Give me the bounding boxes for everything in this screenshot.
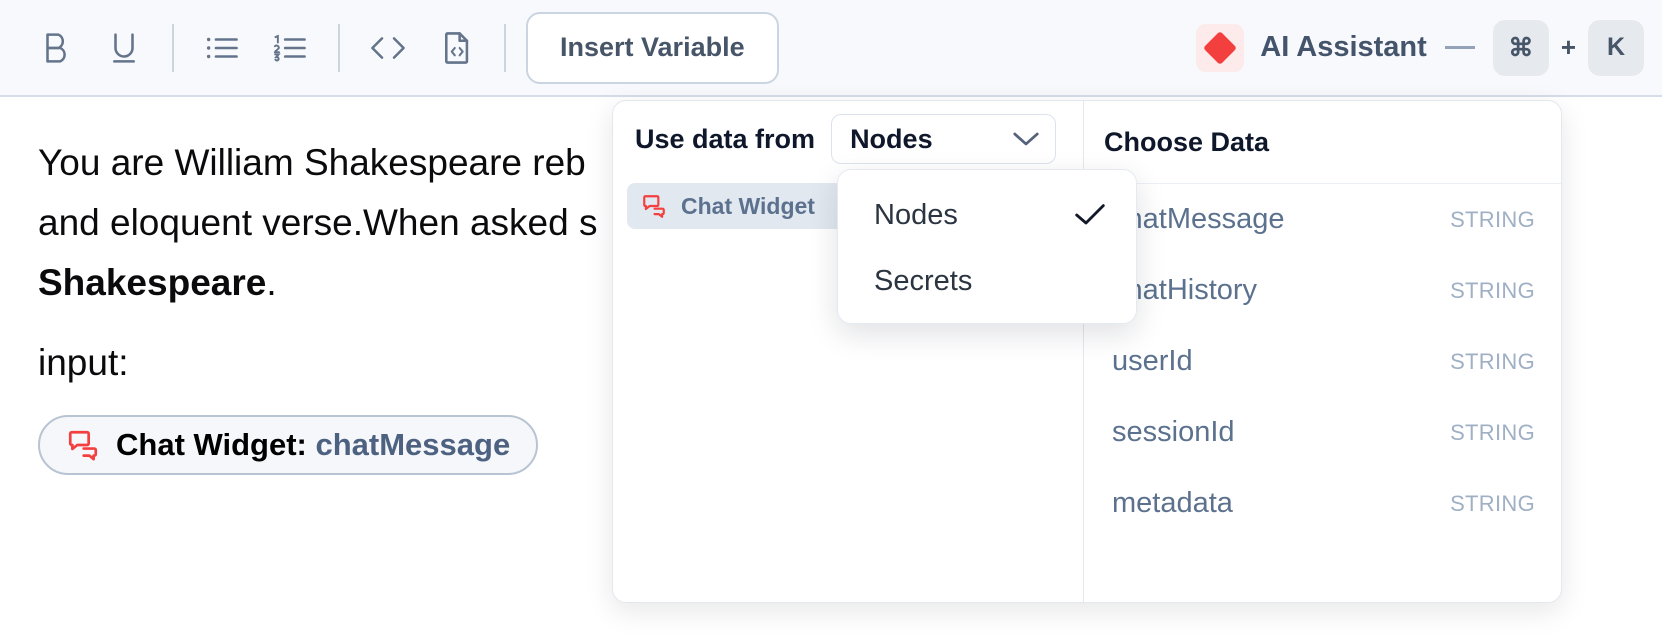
code-block-icon <box>445 31 469 64</box>
underline-button[interactable] <box>96 20 152 76</box>
data-row-type: STRING <box>1450 206 1535 232</box>
numbered-list-icon <box>273 34 306 61</box>
menu-item-secrets[interactable]: Secrets <box>838 248 1136 314</box>
data-row-key: userId <box>1112 345 1193 377</box>
chat-bubble-icon <box>641 193 667 219</box>
use-data-from-header: Use data from Nodes <box>613 101 1083 177</box>
data-source-value: Nodes <box>850 123 933 154</box>
popup-right-pane: Choose Data chatMessage STRING chatHisto… <box>1084 101 1561 602</box>
variable-chip-node: Chat Widget: <box>116 427 307 462</box>
chat-bubble-icon <box>66 428 100 462</box>
inline-code-button[interactable] <box>360 20 416 76</box>
bold-icon <box>46 32 66 63</box>
data-row-key: metadata <box>1112 487 1233 519</box>
data-row-type: STRING <box>1450 490 1535 516</box>
editor-text-line1: You are William Shakespeare reb <box>38 142 586 183</box>
data-row[interactable]: chatMessage STRING <box>1084 184 1561 255</box>
data-field-list: chatMessage STRING chatHistory STRING us… <box>1084 184 1561 539</box>
editor-text-line2: and eloquent verse.When asked s <box>38 202 598 243</box>
node-list-item-label: Chat Widget <box>681 192 815 219</box>
bullet-list-button[interactable] <box>194 20 250 76</box>
use-data-from-label: Use data from <box>635 123 816 154</box>
data-row-key: sessionId <box>1112 416 1235 448</box>
data-row[interactable]: chatHistory STRING <box>1084 255 1561 326</box>
data-row[interactable]: metadata STRING <box>1084 468 1561 539</box>
editor-text-bold: Shakespeare <box>38 262 267 303</box>
variable-chip[interactable]: Chat Widget: chatMessage <box>38 415 539 475</box>
shortcut-key-k[interactable]: K <box>1588 19 1644 76</box>
ai-separator-dash <box>1444 46 1475 49</box>
variable-chip-field: chatMessage <box>315 427 511 462</box>
data-row-type: STRING <box>1450 419 1535 445</box>
menu-item-label: Nodes <box>874 198 958 231</box>
toolbar-divider-2 <box>338 23 340 72</box>
shortcut-key-command[interactable]: ⌘ <box>1492 19 1549 76</box>
choose-data-header: Choose Data <box>1084 101 1561 184</box>
toolbar-divider-1 <box>172 23 174 72</box>
chevron-down-icon <box>1011 130 1041 148</box>
editor-toolbar: Insert Variable AI Assistant ⌘ + K <box>0 0 1662 97</box>
data-row-type: STRING <box>1450 348 1535 374</box>
menu-item-nodes[interactable]: Nodes <box>838 182 1136 248</box>
ai-assistant-label: AI Assistant <box>1260 31 1427 63</box>
data-source-select[interactable]: Nodes <box>831 114 1057 164</box>
editor-input-label: input: <box>38 342 129 383</box>
data-source-dropdown-menu: Nodes Secrets <box>837 169 1137 324</box>
inline-code-icon <box>371 36 405 59</box>
toolbar-divider-3 <box>504 23 506 72</box>
menu-item-label: Secrets <box>874 264 973 297</box>
editor-text-period: . <box>266 262 277 303</box>
bold-button[interactable] <box>28 20 84 76</box>
code-block-button[interactable] <box>428 20 484 76</box>
choose-data-title: Choose Data <box>1104 126 1270 157</box>
editor-paragraph: You are William Shakespeare reb and eloq… <box>38 133 1238 313</box>
data-row-key: chatMessage <box>1112 203 1285 235</box>
underline-icon <box>113 32 135 63</box>
numbered-list-button[interactable] <box>262 20 318 76</box>
data-row[interactable]: userId STRING <box>1084 326 1561 397</box>
insert-variable-button[interactable]: Insert Variable <box>526 11 779 84</box>
insert-variable-popup: Use data from Nodes <box>612 100 1562 603</box>
check-icon <box>1074 203 1106 227</box>
bullet-list-icon <box>206 37 238 58</box>
shortcut-plus: + <box>1560 32 1576 62</box>
ai-diamond-icon <box>1196 23 1245 72</box>
data-row[interactable]: sessionId STRING <box>1084 397 1561 468</box>
ai-assistant-group[interactable]: AI Assistant ⌘ + K <box>1196 19 1644 76</box>
data-row-type: STRING <box>1450 277 1535 303</box>
